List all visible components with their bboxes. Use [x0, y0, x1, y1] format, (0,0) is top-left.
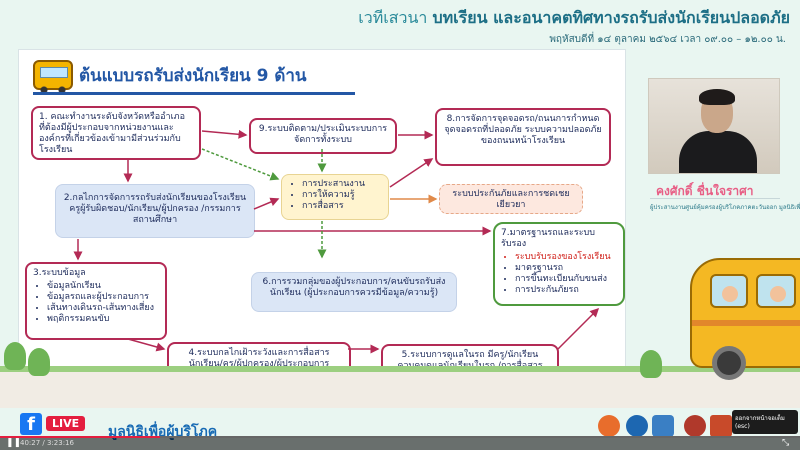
school-bus-illustration [690, 258, 800, 380]
tree-illustration [640, 350, 662, 378]
bus-window [710, 274, 748, 308]
speaker-name: คงศักดิ์ ชื่นใจราศา [656, 184, 754, 198]
presentation-slide: ต้นแบบรถรับส่งนักเรียน 9 ด้าน 1. คณะทำงา… [18, 49, 626, 389]
core-activity-item: การให้ความรู้ [302, 190, 382, 201]
bus-standards-item: การขึ้นทะเบียนกับขนส่ง [515, 274, 617, 285]
video-progress-track[interactable] [0, 436, 800, 438]
bus-standards-item: การประกันภัยรถ [515, 285, 617, 296]
partner-logo-icon [652, 415, 674, 437]
box-insurance-system: ระบบประกันภัยและการชดเชยเยียวยา [439, 184, 583, 214]
box-data-system: 3.ระบบข้อมูล ข้อมูลนักเรียน ข้อมูลรถและผ… [25, 262, 167, 340]
flow-arrows [73, 129, 600, 354]
partner-logo-icon [710, 415, 732, 437]
data-system-title: 3.ระบบข้อมูล [33, 268, 86, 278]
arrow-line [389, 158, 434, 188]
tree-illustration [28, 348, 50, 376]
data-system-item: ข้อมูลรถและผู้ประกอบการ [47, 292, 159, 303]
video-control-bar [0, 436, 800, 450]
bus-standards-item: มาตรฐานรถ [515, 263, 617, 274]
arrow-line [201, 129, 248, 139]
title-underline [33, 92, 355, 95]
grass-strip [0, 366, 800, 372]
box-monitoring-system: 9.ระบบติดตาม/ประเมินระบบการจัดการทั้งระบ… [249, 118, 397, 154]
live-badge: LIVE [46, 416, 86, 431]
box-operator-grouping: 6.การรวมกลุ่มของผู้ประกอบการ/คนขับรถรับส… [251, 272, 457, 312]
box-core-activities: การประสานงาน การให้ความรู้ การสื่อสาร [281, 174, 389, 220]
partner-logo-icon [626, 415, 648, 437]
video-progress-fill [0, 436, 160, 438]
road [0, 372, 800, 408]
school-bus-icon [33, 60, 73, 94]
box-bus-stop-management: 8.การจัดการจุดจอดรถ/ถนนการกำหนดจุดจอดรถท… [435, 108, 611, 166]
core-activity-item: การประสานงาน [302, 179, 382, 190]
bus-wheel [712, 346, 746, 380]
broadcast-date: พฤหัสบดีที่ ๑๔ ตุลาคม ๒๕๖๔ เวลา ๐๙.๐๐ – … [549, 34, 786, 45]
speaker-body [679, 131, 757, 173]
arrow-line [127, 338, 166, 352]
slide-title: ต้นแบบรถรับส่งนักเรียน 9 ด้าน [79, 66, 307, 86]
bus-stripe [692, 320, 800, 326]
speaker-role: ผู้ประสานงานศูนย์คุ้มครองผู้บริโภคภาคตะว… [650, 204, 800, 211]
arrow-line [253, 197, 280, 210]
bus-standards-item: ระบบรับรองของโรงเรียน [515, 252, 617, 263]
child-face [722, 286, 738, 302]
partner-logo-icon [684, 415, 706, 437]
bus-standards-title: 7.มาตรฐานรถและระบบรับรอง [501, 228, 595, 249]
box-provincial-committee: 1. คณะทำงานระดับจังหวัดหรืออำเภอ ที่ต้อง… [31, 106, 201, 160]
data-system-item: พฤติกรรมคนขับ [47, 314, 159, 325]
arrow-line [201, 148, 280, 181]
exit-fullscreen-icon[interactable]: ⤡ [782, 438, 790, 448]
box-bus-standards: 7.มาตรฐานรถและระบบรับรอง ระบบรับรองของโร… [493, 222, 625, 306]
broadcast-title-main: บทเรียน และอนาคตทิศทางรถรับส่งนักเรียนปล… [432, 8, 790, 27]
box-school-mechanism: 2.กลไกการจัดการรถรับส่งนักเรียนของโรงเรี… [55, 184, 255, 238]
broadcast-title-prefix: เวทีเสวนา [358, 8, 428, 27]
child-face [770, 286, 786, 302]
facebook-logo-icon: f [20, 413, 42, 435]
speaker-divider [650, 198, 780, 199]
broadcast-title: เวทีเสวนา บทเรียน และอนาคตทิศทางรถรับส่ง… [300, 6, 790, 31]
core-activity-item: การสื่อสาร [302, 201, 382, 212]
speaker-hair [699, 89, 735, 105]
exit-fullscreen-tooltip: ออกจากหน้าจอเต็ม (esc) [732, 410, 798, 434]
partner-logo-icon [598, 415, 620, 437]
video-time: 40:27 / 3:23:16 [20, 439, 74, 447]
pause-icon[interactable]: ❚❚ [6, 438, 22, 448]
tree-illustration [4, 342, 26, 370]
speaker-video [648, 78, 780, 174]
data-system-item: ข้อมูลนักเรียน [47, 281, 159, 292]
arrow-line [557, 307, 600, 350]
data-system-item: เส้นทางเดินรถ-เส้นทางเสี่ยง [47, 303, 159, 314]
